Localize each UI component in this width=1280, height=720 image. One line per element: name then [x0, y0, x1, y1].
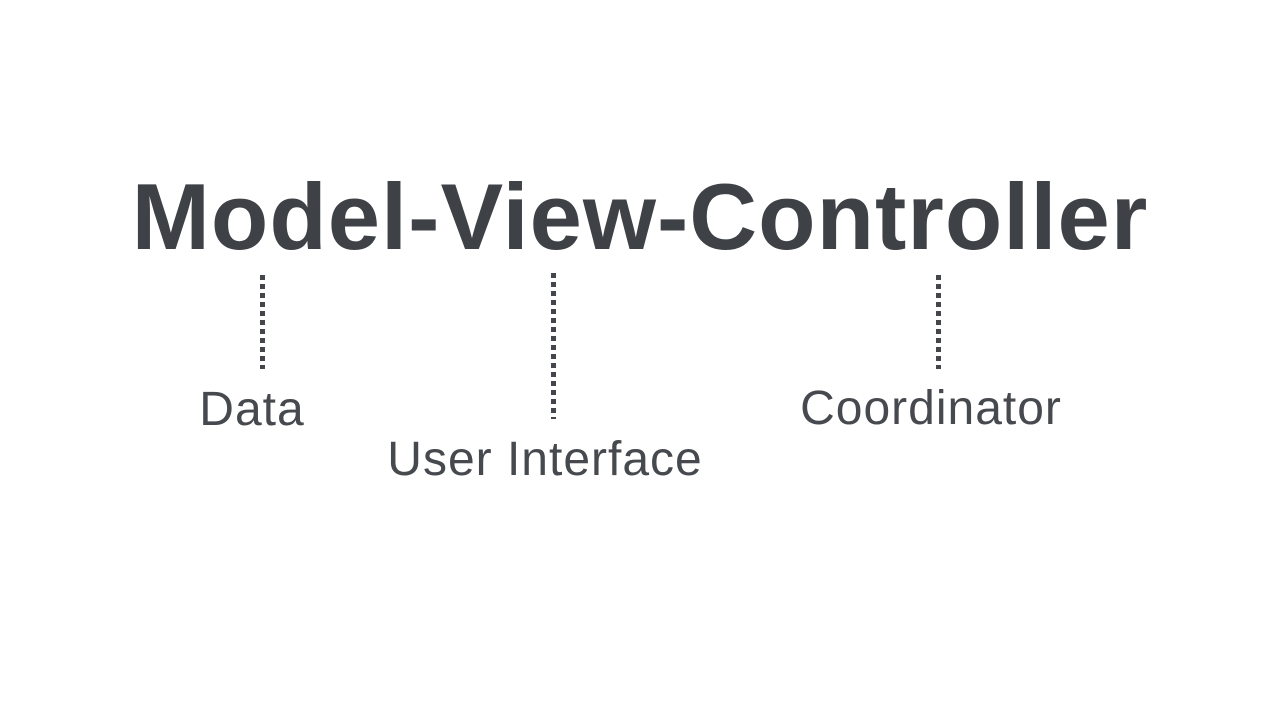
- page-title: Model-View-Controller: [131, 164, 1149, 269]
- view-label: User Interface: [387, 433, 703, 486]
- model-label: Data: [199, 383, 305, 436]
- model-connector-dotted-line: [260, 275, 265, 369]
- controller-label: Coordinator: [800, 382, 1062, 435]
- controller-connector-dotted-line: [936, 275, 941, 369]
- view-connector-dotted-line: [551, 273, 556, 419]
